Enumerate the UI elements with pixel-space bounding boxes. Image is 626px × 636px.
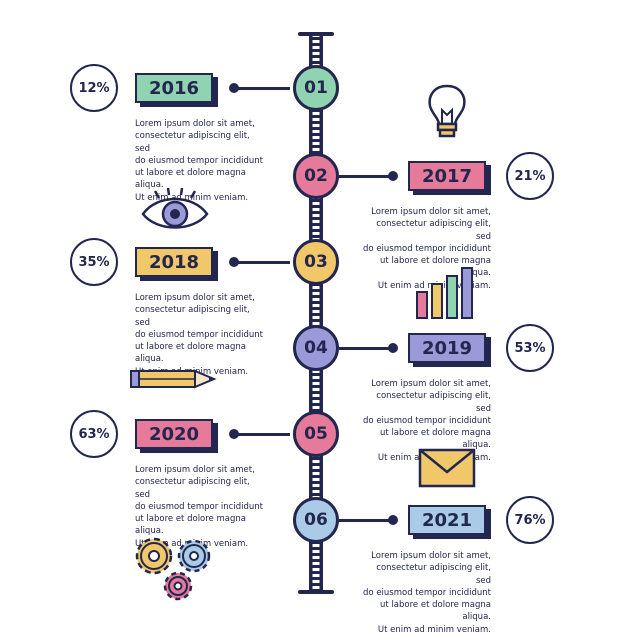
eye-icon: [141, 187, 209, 229]
connector-dot: [388, 515, 398, 525]
step-description: Lorem ipsum dolor sit amet, consectetur …: [135, 119, 263, 203]
year-label-2019: 2019: [408, 333, 486, 363]
connector-dot: [388, 343, 398, 353]
step-description: Lorem ipsum dolor sit amet, consectetur …: [363, 551, 491, 635]
step-number-02: 02: [293, 153, 339, 199]
connector-line: [339, 346, 394, 350]
step-description: Lorem ipsum dolor sit amet, consectetur …: [363, 379, 491, 463]
connector-line: [339, 518, 394, 522]
step-number-06: 06: [293, 497, 339, 543]
gears-icon: [135, 537, 211, 601]
pencil-icon: [130, 369, 217, 389]
bar-chart-icon: [416, 267, 473, 319]
connector-line: [234, 432, 290, 436]
step-number-04: 04: [293, 325, 339, 371]
percent-badge: 76%: [506, 496, 554, 544]
year-label-2020: 2020: [135, 419, 213, 449]
envelope-icon: [418, 448, 476, 488]
connector-line: [339, 174, 394, 178]
step-description: Lorem ipsum dolor sit amet, consectetur …: [135, 465, 263, 549]
connector-line: [234, 260, 290, 264]
connector-dot: [229, 257, 239, 267]
year-label-2017: 2017: [408, 161, 486, 191]
connector-dot: [229, 429, 239, 439]
connector-line: [234, 86, 290, 90]
percent-badge: 12%: [70, 64, 118, 112]
step-number-05: 05: [293, 411, 339, 457]
percent-badge: 63%: [70, 410, 118, 458]
percent-badge: 35%: [70, 238, 118, 286]
year-label-2021: 2021: [408, 505, 486, 535]
lightbulb-icon: [428, 84, 466, 138]
year-label-2018: 2018: [135, 247, 213, 277]
step-number-03: 03: [293, 239, 339, 285]
connector-dot: [229, 83, 239, 93]
step-number-01: 01: [293, 65, 339, 111]
year-label-2016: 2016: [135, 73, 213, 103]
percent-badge: 53%: [506, 324, 554, 372]
step-description: Lorem ipsum dolor sit amet, consectetur …: [135, 293, 263, 377]
percent-badge: 21%: [506, 152, 554, 200]
connector-dot: [388, 171, 398, 181]
